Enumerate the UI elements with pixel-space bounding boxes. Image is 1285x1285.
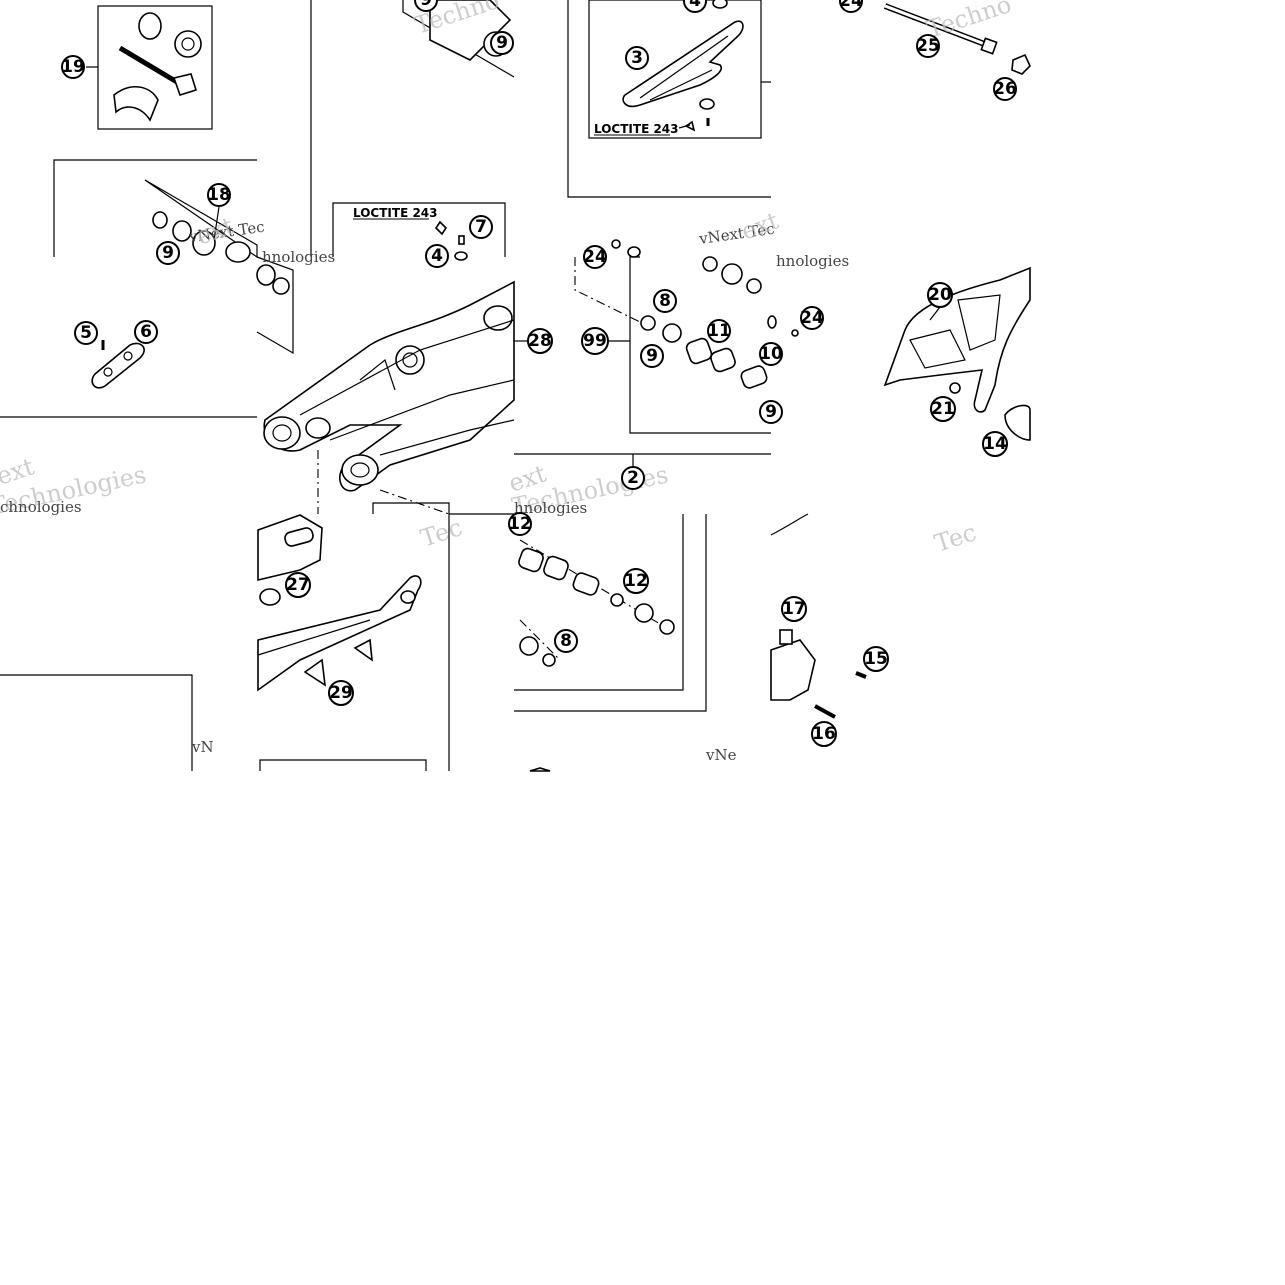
svg-text:24: 24 — [800, 308, 824, 328]
svg-text:7: 7 — [475, 217, 487, 237]
svg-text:19: 19 — [61, 57, 85, 77]
frame-lines — [0, 0, 771, 771]
svg-text:12: 12 — [624, 571, 648, 591]
svg-text:17: 17 — [782, 599, 806, 619]
callout-28: 28 — [527, 328, 553, 354]
callout-9: 9 — [414, 0, 438, 12]
callout-11: 11 — [707, 319, 731, 343]
callout-24: 24 — [583, 245, 607, 269]
watermark: Tec — [931, 518, 979, 558]
callout-8: 8 — [653, 289, 677, 313]
callout-12: 12 — [623, 568, 649, 594]
callout-7: 7 — [469, 215, 493, 239]
svg-text:24: 24 — [583, 247, 607, 267]
svg-text:9: 9 — [162, 243, 174, 263]
callout-4: 4 — [683, 0, 707, 13]
svg-text:15: 15 — [864, 649, 888, 669]
watermark: chnologies — [0, 498, 82, 516]
callout-4: 4 — [425, 244, 449, 268]
callout-27: 27 — [285, 572, 311, 598]
svg-text:21: 21 — [931, 399, 955, 419]
svg-text:5: 5 — [80, 323, 92, 343]
callout-8: 8 — [554, 629, 578, 653]
svg-text:16: 16 — [812, 724, 836, 744]
svg-text:10: 10 — [759, 344, 783, 364]
watermark: hnologies — [776, 252, 849, 270]
svg-text:14: 14 — [983, 434, 1007, 454]
svg-text:6: 6 — [140, 322, 152, 342]
watermark: Tec — [417, 513, 465, 553]
watermark: hnologies — [514, 499, 587, 517]
callout-2: 2 — [621, 466, 645, 490]
callout-12: 12 — [508, 512, 532, 536]
svg-text:18: 18 — [207, 185, 231, 205]
callout-9: 9 — [156, 241, 180, 265]
callout-16: 16 — [811, 721, 837, 747]
callout-14: 14 — [982, 431, 1008, 457]
svg-text:4: 4 — [431, 246, 443, 266]
svg-text:25: 25 — [916, 36, 940, 56]
svg-text:27: 27 — [286, 575, 310, 595]
callout-20: 20 — [927, 282, 953, 308]
watermark: hnologies — [262, 248, 335, 266]
svg-text:99: 99 — [583, 331, 607, 351]
watermark: vNe — [705, 746, 737, 764]
callout-25: 25 — [916, 34, 940, 58]
svg-text:12: 12 — [508, 514, 532, 534]
dashed-axes — [317, 257, 671, 661]
svg-text:4: 4 — [689, 0, 701, 11]
svg-text:8: 8 — [560, 631, 572, 651]
callout-24: 24 — [800, 306, 824, 330]
callout-9: 9 — [759, 400, 783, 424]
watermark: ext — [737, 206, 782, 245]
callout-15: 15 — [863, 646, 889, 672]
part-drawings — [91, 0, 1031, 772]
svg-text:9: 9 — [765, 402, 777, 422]
callout-10: 10 — [759, 342, 783, 366]
callout-18: 18 — [207, 183, 231, 207]
callout-group: 19 18 9 9 9 7 4 5 6 3 4 24 25 26 24 8 11… — [61, 0, 1017, 747]
svg-text:9: 9 — [646, 346, 658, 366]
svg-text:2: 2 — [627, 468, 639, 488]
svg-text:8: 8 — [659, 291, 671, 311]
svg-text:20: 20 — [928, 285, 952, 305]
callout-26: 26 — [993, 77, 1017, 101]
svg-text:28: 28 — [528, 331, 552, 351]
callout-17: 17 — [781, 596, 807, 622]
callout-6: 6 — [134, 320, 158, 344]
callout-99: 99 — [581, 327, 609, 355]
callout-5: 5 — [74, 321, 98, 345]
loctite-note: LOCTITE 243 — [353, 206, 438, 220]
svg-text:24: 24 — [839, 0, 863, 11]
callout-9: 9 — [640, 344, 664, 368]
callout-9: 9 — [490, 31, 514, 55]
svg-text:11: 11 — [707, 321, 731, 341]
callout-3: 3 — [625, 46, 649, 70]
loctite-note: LOCTITE 243 — [594, 122, 679, 136]
leader-lines — [86, 66, 941, 466]
callout-29: 29 — [328, 680, 354, 706]
svg-text:26: 26 — [993, 79, 1017, 99]
callout-21: 21 — [930, 396, 956, 422]
callout-19: 19 — [61, 55, 85, 79]
svg-text:9: 9 — [420, 0, 432, 10]
watermark: vN — [191, 738, 214, 756]
svg-text:9: 9 — [496, 33, 508, 53]
svg-text:29: 29 — [329, 683, 353, 703]
callout-24: 24 — [839, 0, 863, 13]
svg-text:3: 3 — [631, 48, 643, 68]
